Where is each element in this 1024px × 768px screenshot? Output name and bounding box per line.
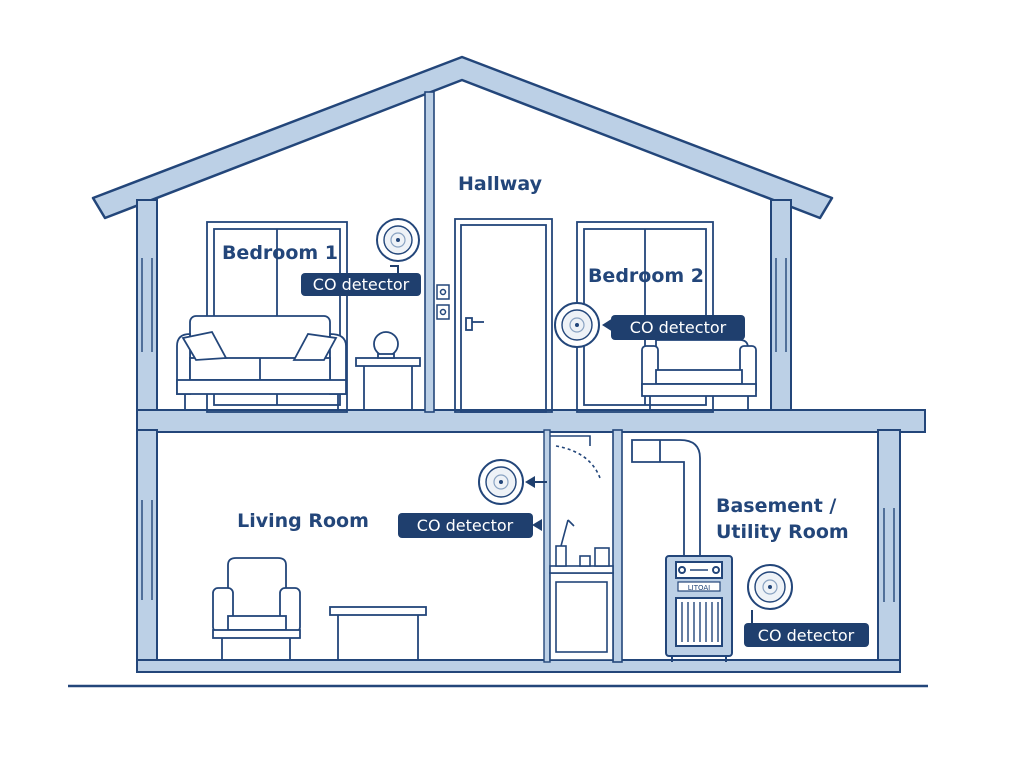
co-detector-bedroom1	[376, 218, 420, 262]
coffee-table	[329, 606, 427, 660]
side-windows	[141, 258, 895, 602]
upper-floor-slab	[136, 409, 926, 433]
hall-light-switches	[436, 284, 450, 320]
co-detector-living-room-tag: CO detector	[398, 476, 547, 538]
utility-exhaust-pipe	[631, 439, 701, 557]
bedroom2-armchair	[641, 339, 757, 410]
bedroom1-side-table	[355, 331, 421, 410]
ground-floor-slab	[136, 659, 901, 673]
co-detector-label: CO detector	[313, 275, 410, 294]
roof	[91, 55, 834, 220]
furnace-brand-badge: LITOAI	[688, 584, 710, 592]
left-upper-wall	[136, 199, 158, 413]
co-detector-label: CO detector	[630, 318, 727, 337]
hallway-partition	[424, 91, 435, 413]
co-detector-label: CO detector	[758, 626, 855, 645]
co-detector-label: CO detector	[417, 516, 514, 535]
co-detector-bedroom1-tag: CO detector	[301, 265, 421, 296]
room-label-living-room: Living Room	[237, 510, 369, 532]
co-detector-basement-tag: CO detector	[744, 610, 869, 647]
bedroom1-sofa	[176, 315, 347, 410]
co-detector-living-room	[478, 459, 524, 505]
room-label-bedroom-1: Bedroom 1	[222, 242, 338, 264]
co-detector-bedroom2	[554, 302, 600, 348]
room-label-hallway: Hallway	[458, 173, 543, 195]
living-armchair	[212, 557, 301, 660]
utility-furnace	[665, 555, 733, 662]
kitchenette-cabinet	[549, 435, 614, 661]
closet-partition	[543, 429, 551, 663]
room-label-basement-line2: Utility Room	[716, 521, 849, 543]
co-detector-basement	[747, 564, 793, 610]
hallway-door	[454, 218, 553, 413]
right-upper-wall	[770, 199, 792, 413]
utility-partition	[612, 429, 623, 663]
room-label-bedroom-2: Bedroom 2	[588, 265, 704, 287]
left-lower-wall	[136, 429, 158, 663]
co-detector-bedroom2-tag: CO detector	[602, 315, 745, 340]
room-label-basement-line1: Basement /	[716, 495, 836, 517]
right-lower-wall	[877, 429, 901, 663]
